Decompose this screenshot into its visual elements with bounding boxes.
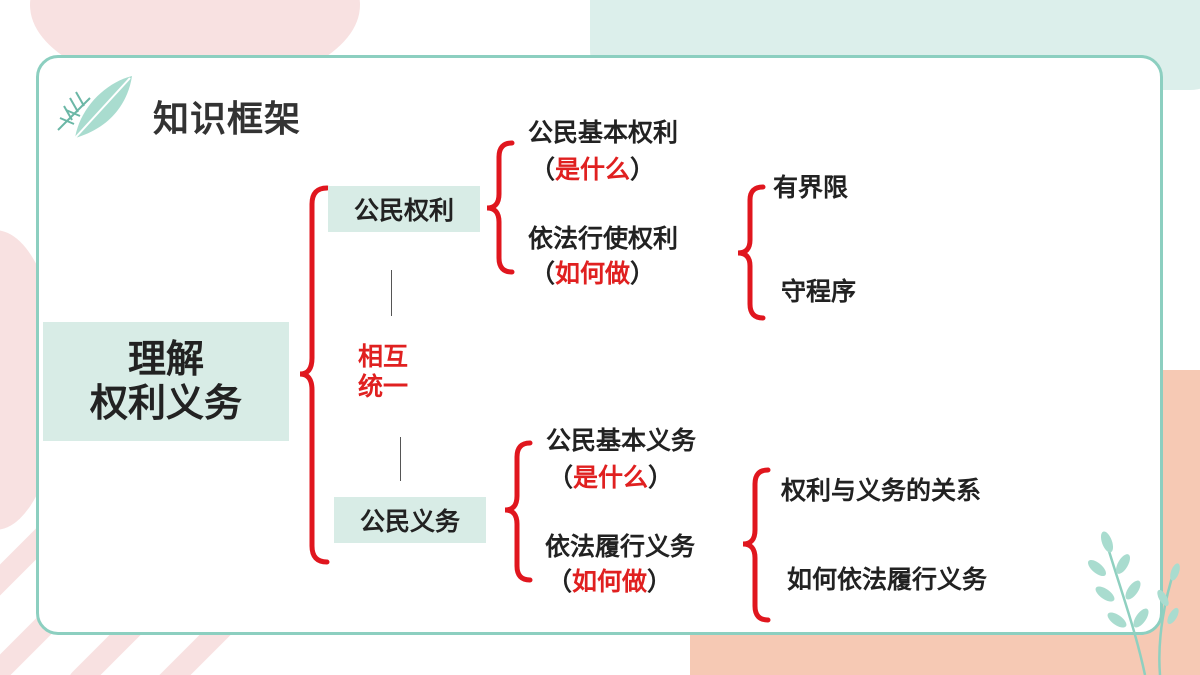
rights-basic-hint-text: 是什么 (555, 155, 631, 184)
duties-perform-hint: （如何做） (547, 567, 673, 596)
duties-sub-item: 权利与义务的关系 (781, 476, 982, 505)
duties-perform-hint-text: 如何做 (572, 567, 648, 596)
relation-label-line2: 统一 (358, 372, 409, 401)
duties-node: 公民义务 (334, 497, 486, 543)
rights-node: 公民权利 (328, 186, 480, 232)
brace-duties (504, 440, 533, 583)
slide-title: 知识框架 (153, 99, 302, 140)
relation-label: 相互 统一 (358, 342, 408, 402)
brace-main (299, 185, 330, 565)
brace-exercise (737, 184, 766, 321)
duties-node-label: 公民义务 (359, 507, 460, 536)
relation-divider-top (391, 270, 392, 316)
root-node: 理解 权利义务 (43, 322, 289, 441)
rights-exercise-hint: （如何做） (530, 259, 656, 288)
brace-rights (486, 140, 515, 275)
relation-divider-bottom (400, 437, 401, 481)
rights-node-label: 公民权利 (353, 196, 454, 225)
duties-basic-hint-text: 是什么 (573, 463, 649, 492)
rights-exercise-label: 依法行使权利 (528, 224, 679, 253)
duties-basic-hint: （是什么） (548, 463, 674, 492)
duties-sub-item: 如何依法履行义务 (787, 565, 988, 594)
duties-perform-label: 依法履行义务 (545, 532, 696, 561)
rights-sub-item: 守程序 (781, 277, 857, 306)
root-node-line1: 理解 (127, 336, 204, 381)
root-node-line2: 权利义务 (89, 380, 242, 425)
rights-basic-hint: （是什么） (530, 155, 656, 184)
rights-exercise-hint-text: 如何做 (555, 259, 631, 288)
relation-label-line1: 相互 (358, 342, 409, 371)
brace-perform (742, 467, 771, 623)
leaf-icon (57, 76, 132, 139)
plant-icon (1087, 531, 1180, 675)
rights-basic-label: 公民基本权利 (528, 118, 679, 147)
rights-sub-item: 有界限 (773, 173, 849, 202)
duties-basic-label: 公民基本义务 (546, 426, 697, 455)
